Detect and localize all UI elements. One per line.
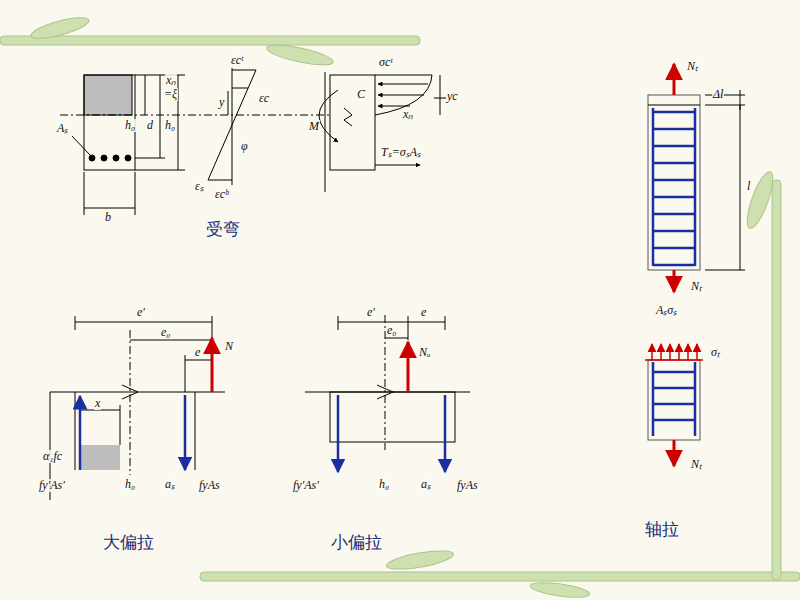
caption-label: 轴拉 bbox=[644, 520, 680, 539]
symbol-label: xₙ bbox=[402, 108, 414, 121]
symbol-label: aₛ bbox=[420, 478, 432, 491]
symbol-label: fyAs bbox=[198, 479, 221, 492]
symbol-label: e bbox=[420, 306, 427, 319]
symbol-label: fy'As' bbox=[38, 479, 66, 492]
symbol-label: h₀ bbox=[124, 119, 136, 132]
caption-label: 受弯 bbox=[205, 220, 241, 239]
symbol-label: Aₛ bbox=[56, 122, 69, 135]
symbol-label: φ bbox=[240, 140, 249, 153]
symbol-label: σₜ bbox=[710, 346, 721, 359]
symbol-label: y bbox=[218, 96, 225, 109]
symbol-label: Nₜ bbox=[690, 280, 703, 293]
symbol-label: Nₜ bbox=[686, 60, 699, 73]
symbol-label: e₀ bbox=[160, 326, 172, 339]
symbol-label: h₀ bbox=[124, 478, 136, 491]
symbol-label: e' bbox=[366, 306, 376, 319]
symbol-label: C bbox=[356, 88, 366, 101]
symbol-label: e bbox=[194, 346, 201, 359]
symbol-label: fyAs bbox=[456, 479, 479, 492]
symbol-label: x bbox=[94, 397, 101, 410]
symbol-label: e₀ bbox=[386, 324, 398, 337]
symbol-label: d bbox=[146, 119, 154, 132]
symbol-label: fy'As' bbox=[292, 479, 320, 492]
symbol-label: α₁fc bbox=[42, 450, 63, 463]
symbol-label: h₀ bbox=[378, 478, 390, 491]
symbol-label: =ξ bbox=[163, 88, 178, 101]
symbol-label: Nᵤ bbox=[418, 346, 432, 359]
symbol-label: h₀ bbox=[164, 119, 176, 132]
symbol-label: N bbox=[224, 340, 234, 353]
symbol-label: e' bbox=[136, 306, 146, 319]
symbol-label: yc bbox=[446, 90, 459, 103]
symbol-label: xₙ bbox=[165, 74, 177, 87]
caption-label: 小偏拉 bbox=[330, 533, 383, 552]
symbol-label: aₛ bbox=[164, 478, 176, 491]
symbol-label: Δl bbox=[712, 88, 724, 101]
symbol-label: εcᵗ bbox=[230, 54, 244, 67]
symbol-label: εc bbox=[258, 92, 270, 105]
symbol-label: σcᵗ bbox=[378, 56, 393, 69]
symbol-label: l bbox=[746, 180, 751, 193]
symbol-label: M bbox=[308, 120, 320, 133]
symbol-label: Nₜ bbox=[690, 458, 703, 471]
symbol-label: Aₛσₛ bbox=[655, 304, 678, 317]
symbol-label: εₛ bbox=[194, 180, 205, 193]
symbol-label: Tₛ=σₛAₛ bbox=[380, 146, 422, 159]
bamboo-decor bbox=[0, 13, 800, 600]
symbol-label: b bbox=[104, 211, 112, 224]
caption-label: 大偏拉 bbox=[102, 533, 155, 552]
symbol-label: εcᵇ bbox=[214, 188, 229, 201]
